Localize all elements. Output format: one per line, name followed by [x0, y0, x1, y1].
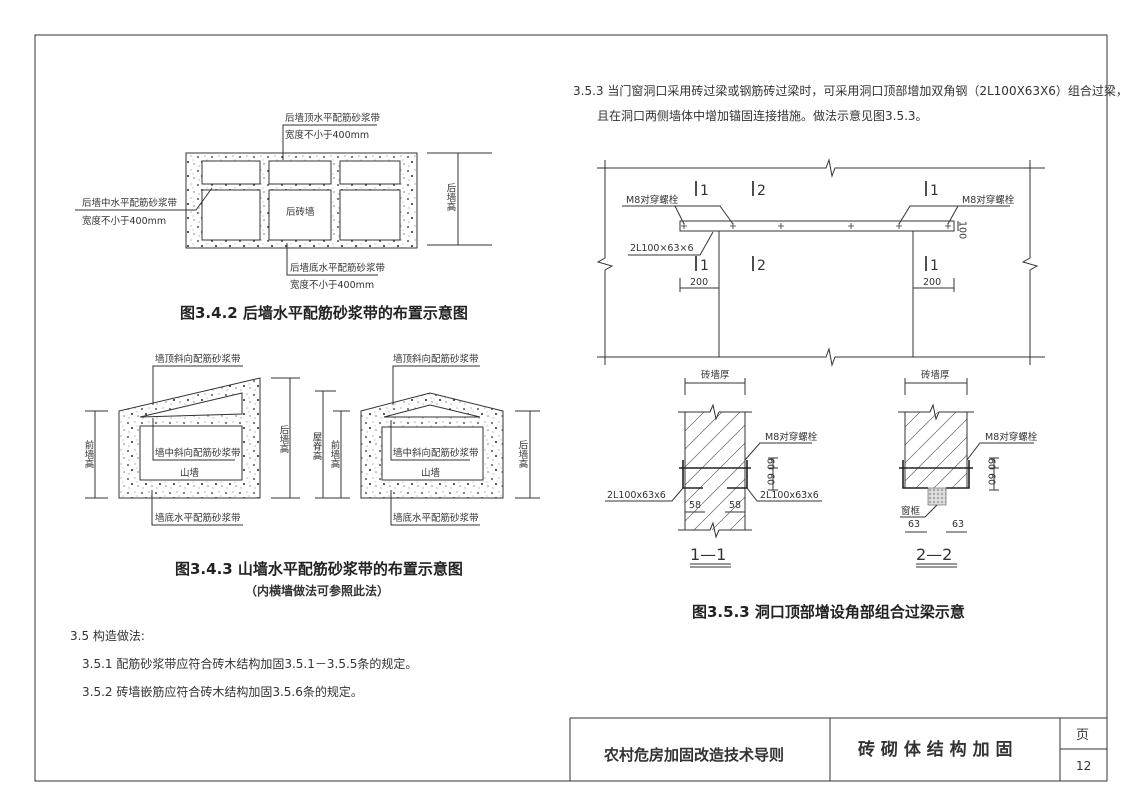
- section-mark: 1: [930, 258, 939, 274]
- bottom-width-label: 宽度不小于400mm: [290, 279, 374, 291]
- rear-height-label: 后墙高: [278, 425, 290, 454]
- section-mark: 1: [930, 183, 939, 199]
- book-title: 农村危房加固改造技术导则: [603, 746, 784, 764]
- title-block: 农村危房加固改造技术导则 砖 砌 体 结 构 加 固 页 12: [569, 717, 1107, 781]
- dim-60: 60 60: [765, 458, 776, 485]
- top-width-label: 宽度不小于400mm: [285, 129, 369, 141]
- section-2-2: 砖墙厚 M8对穿螺栓 60 60 窗框 63 63 2—2: [898, 369, 1038, 568]
- section-mark: 1: [700, 183, 709, 199]
- angle-label: 2L100×63×6: [630, 243, 694, 254]
- figure-subcaption: （内横墙做法可参照此法）: [245, 583, 389, 598]
- dim-58-left: 58: [689, 500, 701, 511]
- left-wall-label: 山墙: [180, 467, 200, 479]
- dim-100: 100: [957, 221, 968, 239]
- dim-200-left: 200: [690, 277, 708, 288]
- clause-3-5-2: 3.5.2 砖墙嵌筋应符合砖木结构加固3.5.6条的规定。: [82, 684, 363, 699]
- figure-3-4-3: 墙顶斜向配筋砂浆带 墙中斜向配筋砂浆带 山墙 墙底水平配筋砂浆带 前墙高 后墙高…: [83, 353, 540, 598]
- bolt-label-left: M8对穿螺栓: [626, 194, 679, 206]
- section-title: 2—2: [916, 545, 952, 564]
- clause-3-5-1: 3.5.1 配筋砂浆带应符合砖木结构加固3.5.1－3.5.5条的规定。: [82, 656, 417, 671]
- left-mid-band-label: 墙中斜向配筋砂浆带: [155, 447, 241, 459]
- clause-3-5-3-line2: 且在洞口两侧墙体中增加锚固连接措施。做法示意见图3.5.3。: [597, 108, 928, 123]
- section-title: 1—1: [690, 545, 726, 564]
- figure-caption: 图3.5.3 洞口顶部增设角部组合过梁示意: [692, 603, 965, 621]
- figure-caption: 图3.4.3 山墙水平配筋砂浆带的布置示意图: [175, 560, 463, 578]
- mid-width-label: 宽度不小于400mm: [82, 215, 166, 227]
- dim-63-left: 63: [908, 519, 920, 530]
- wall-thickness-label: 砖墙厚: [701, 369, 730, 381]
- top-band-label: 后墙顶水平配筋砂浆带: [285, 112, 381, 124]
- figure-3-4-2: 后砖墙 后墙顶水平配筋砂浆带 宽度不小于400mm 后墙中水平配筋砂浆带 宽度不…: [75, 112, 492, 322]
- bolt-label-right: M8对穿螺栓: [962, 194, 1015, 206]
- right-wall-label: 山墙: [421, 467, 441, 479]
- page-number: 12: [1076, 759, 1091, 773]
- chapter-title: 砖 砌 体 结 构 加 固: [858, 739, 1013, 760]
- angle-label-right: 2L100x63x6: [760, 490, 819, 501]
- front-height-label-right: 前墙高: [329, 439, 341, 469]
- ridge-height-label: 屋脊高: [311, 432, 323, 461]
- left-top-band-label: 墙顶斜向配筋砂浆带: [155, 353, 241, 365]
- mid-band-label: 后墙中水平配筋砂浆带: [82, 197, 178, 209]
- right-top-band-label: 墙顶斜向配筋砂浆带: [393, 353, 479, 365]
- figure-3-5-3-elevation: 1 2 1 1 2 1 M8对穿螺栓 M8对穿螺栓 2L100×63×6 100…: [596, 158, 1045, 367]
- clause-3-5-3-line1: 3.5.3 当门窗洞口采用砖过梁或钢筋砖过梁时，可采用洞口顶部增加双角钢（2L1…: [573, 83, 1122, 98]
- dim-60: 60 60: [986, 458, 997, 485]
- section-mark: 1: [700, 258, 709, 274]
- rear-height-label-right: 后墙高: [517, 440, 529, 469]
- left-bottom-band-label: 墙底水平配筋砂浆带: [155, 512, 241, 524]
- section-mark: 2: [757, 258, 766, 274]
- dim-58-right: 58: [729, 500, 741, 511]
- front-height-label: 前墙高: [83, 439, 95, 469]
- bottom-band-label: 后墙底水平配筋砂浆带: [290, 262, 386, 274]
- figure-caption: 图3.4.2 后墙水平配筋砂浆带的布置示意图: [180, 304, 468, 322]
- wall-label: 后砖墙: [286, 206, 315, 218]
- section-heading: 3.5 构造做法:: [70, 628, 145, 643]
- wall-thickness-label: 砖墙厚: [921, 369, 950, 381]
- dim-63-right: 63: [952, 519, 964, 530]
- height-label: 后墙高: [445, 183, 457, 212]
- dim-200-right: 200: [923, 277, 941, 288]
- section-mark: 2: [757, 183, 766, 199]
- page-border: [34, 34, 1108, 782]
- bolt-label: M8对穿螺栓: [765, 431, 818, 443]
- right-mid-band-label: 墙中斜向配筋砂浆带: [393, 447, 479, 459]
- section-1-1: 砖墙厚 M8对穿螺栓 60 60 2L100x63x6 2L100x63x6 5…: [605, 369, 822, 568]
- window-frame-label: 窗框: [901, 505, 921, 517]
- page-label: 页: [1076, 728, 1089, 743]
- right-bottom-band-label: 墙底水平配筋砂浆带: [393, 512, 479, 524]
- angle-label-left: 2L100x63x6: [607, 490, 666, 501]
- bolt-label: M8对穿螺栓: [985, 431, 1038, 443]
